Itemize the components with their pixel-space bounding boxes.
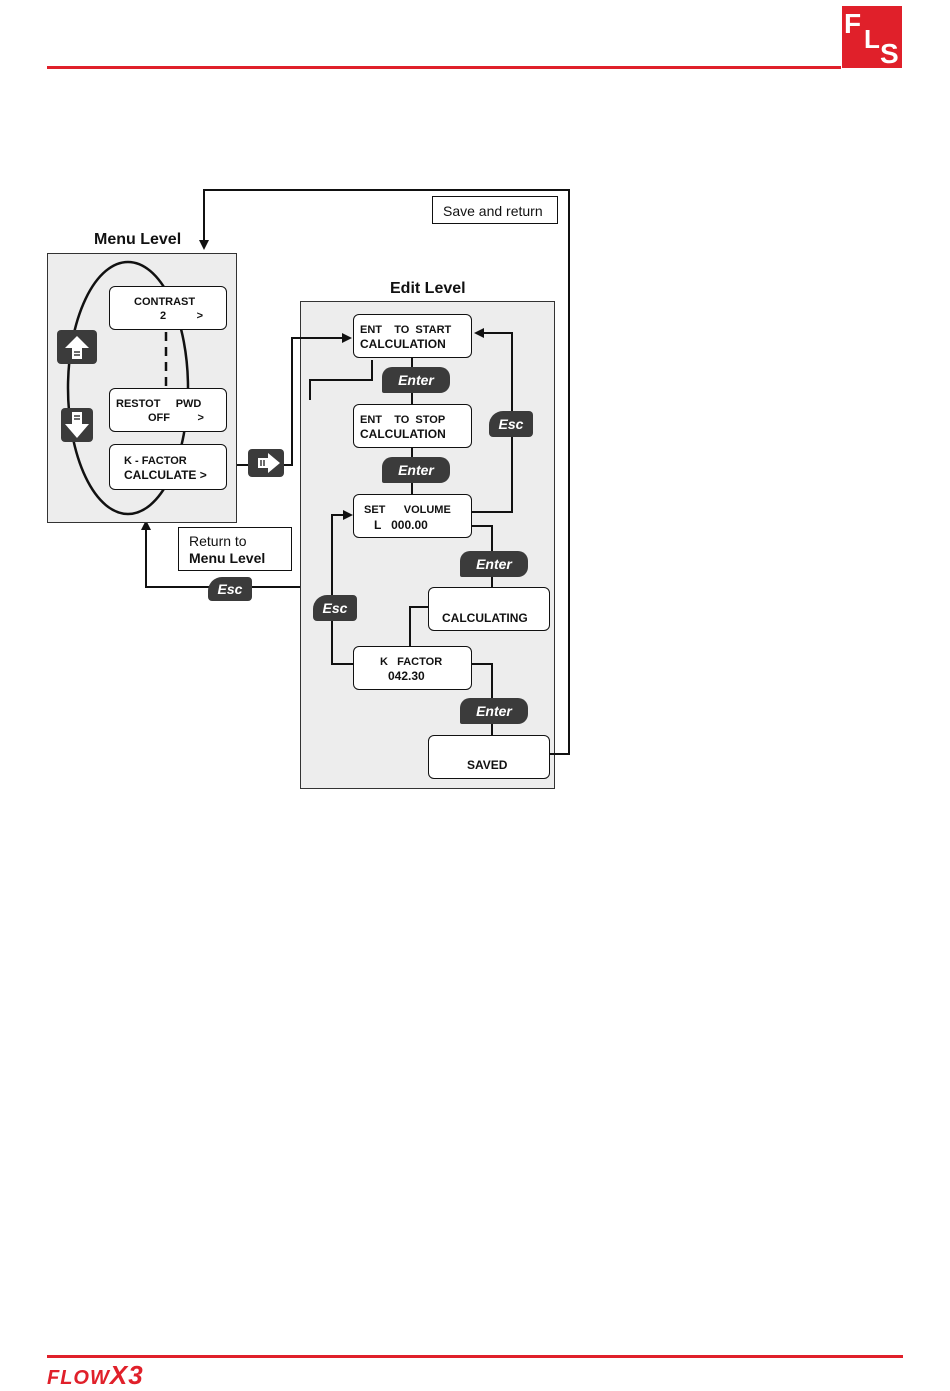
screen-line: K FACTOR [380, 656, 443, 668]
screen-line: SET VOLUME [364, 504, 451, 516]
edit-screen-calculating: CALCULATING [428, 587, 550, 631]
screen-line: OFF > [148, 412, 204, 424]
header-rule [47, 66, 841, 69]
enter-key-label: Enter [398, 462, 434, 478]
enter-key-3[interactable]: Enter [460, 551, 528, 577]
save-return-text: Save and return [443, 203, 543, 219]
footer-rule [47, 1355, 903, 1358]
edit-screen-start[interactable]: ENT TO START CALCULATION [353, 314, 472, 358]
screen-line: 2 > [160, 310, 204, 322]
save-return-note: Save and return [432, 196, 558, 224]
arrow-down-glyph [65, 412, 89, 438]
arrow-up-icon[interactable] [57, 330, 97, 364]
footer-brand-text: FLOW [47, 1367, 110, 1389]
arrow-down-icon[interactable] [61, 408, 93, 442]
enter-key-label: Enter [476, 556, 512, 572]
menu-screen-contrast[interactable]: CONTRAST 2 > [109, 286, 227, 330]
screen-line: CALCULATE > [124, 468, 207, 482]
screen-line: RESTOT PWD [116, 398, 202, 410]
screen-line: CALCULATION [360, 427, 446, 441]
menu-screen-restot[interactable]: RESTOT PWD OFF > [109, 388, 227, 432]
return-note-line2: Menu Level [189, 550, 266, 566]
footer-brand-suffix: X3 [109, 1360, 144, 1390]
arrow-right-glyph [258, 453, 280, 473]
enter-key-4[interactable]: Enter [460, 698, 528, 724]
esc-key-label: Esc [217, 581, 243, 597]
menu-screen-kfactor[interactable]: K - FACTOR CALCULATE > [109, 444, 227, 490]
screen-line: CALCULATING [442, 611, 528, 625]
screen-line: CONTRAST [134, 296, 196, 308]
arrow-up-glyph [65, 336, 89, 359]
screen-line: ENT TO STOP [360, 414, 446, 426]
enter-key-label: Enter [398, 372, 434, 388]
screen-line: K - FACTOR [124, 455, 187, 467]
screen-line: CALCULATION [360, 337, 446, 351]
esc-key-back-volume[interactable]: Esc [313, 595, 357, 621]
screen-line: 042.30 [388, 669, 425, 683]
esc-key-label: Esc [498, 416, 524, 432]
fls-logo: F L S [842, 6, 902, 69]
screen-line: ENT TO START [360, 324, 452, 336]
esc-key-label: Esc [322, 600, 348, 616]
edit-screen-stop[interactable]: ENT TO STOP CALCULATION [353, 404, 472, 448]
enter-key-label: Enter [476, 703, 512, 719]
flowx3-logo: FLOWX3 [47, 1360, 144, 1391]
esc-key-back-start[interactable]: Esc [489, 411, 533, 437]
return-note-line1: Return to [189, 533, 247, 549]
edit-screen-set-volume[interactable]: SET VOLUME L 000.00 [353, 494, 472, 538]
screen-line: SAVED [467, 758, 508, 772]
edit-level-title: Edit Level [390, 280, 466, 297]
screen-line: L 000.00 [374, 518, 428, 532]
arrow-right-icon[interactable] [248, 449, 284, 477]
enter-key-1[interactable]: Enter [382, 367, 450, 393]
menu-level-title: Menu Level [94, 231, 182, 248]
enter-key-2[interactable]: Enter [382, 457, 450, 483]
edit-screen-saved: SAVED [428, 735, 550, 779]
return-menu-note: Return to Menu Level [178, 527, 292, 571]
esc-key-return[interactable]: Esc [208, 577, 252, 601]
edit-screen-kfactor[interactable]: K FACTOR 042.30 [353, 646, 472, 690]
